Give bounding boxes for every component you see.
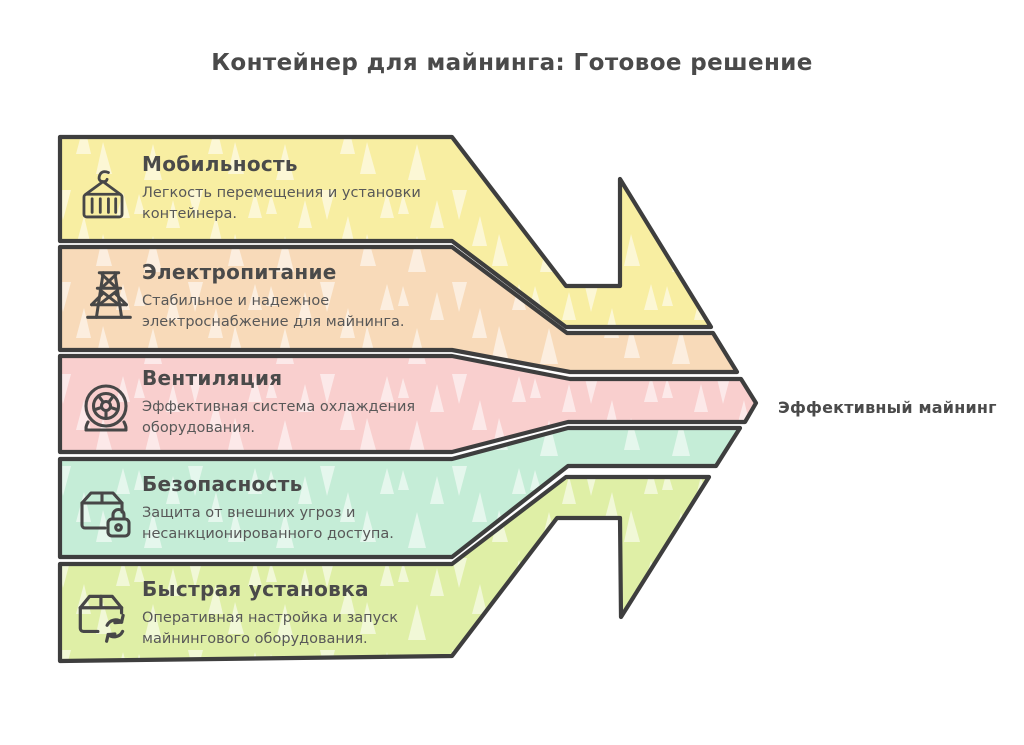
- band-body: Легкость перемещения и установки контейн…: [142, 185, 421, 223]
- ventilation-fan-icon: [74, 378, 138, 442]
- band-heading: Безопасность: [142, 472, 303, 496]
- band-heading: Электропитание: [142, 260, 337, 284]
- band-heading: Вентиляция: [142, 366, 283, 390]
- band-quick-install: Быстрая установка Оперативная настройка …: [142, 577, 472, 650]
- band-power: Электропитание Стабильное и надежное эле…: [142, 260, 472, 333]
- result-label: Эффективный майнинг: [778, 398, 997, 417]
- quick-install-icon: [68, 584, 138, 650]
- band-body: Оперативная настройка и запуск майнингов…: [142, 610, 398, 648]
- container-crane-icon: [74, 168, 132, 226]
- band-body: Эффективная система охлаждения оборудова…: [142, 399, 416, 437]
- band-heading: Быстрая установка: [142, 577, 369, 601]
- secure-package-icon: [72, 482, 136, 546]
- band-body: Защита от внешних угроз и несанкциониров…: [142, 505, 394, 543]
- band-mobility: Мобильность Легкость перемещения и устан…: [142, 152, 472, 225]
- band-security: Безопасность Защита от внешних угроз и н…: [142, 472, 472, 545]
- band-heading: Мобильность: [142, 152, 298, 176]
- power-tower-icon: [78, 262, 140, 330]
- page-title: Контейнер для майнинга: Готовое решение: [211, 50, 813, 76]
- band-ventilation: Вентиляция Эффективная система охлаждени…: [142, 366, 472, 439]
- band-body: Стабильное и надежное электроснабжение д…: [142, 293, 405, 331]
